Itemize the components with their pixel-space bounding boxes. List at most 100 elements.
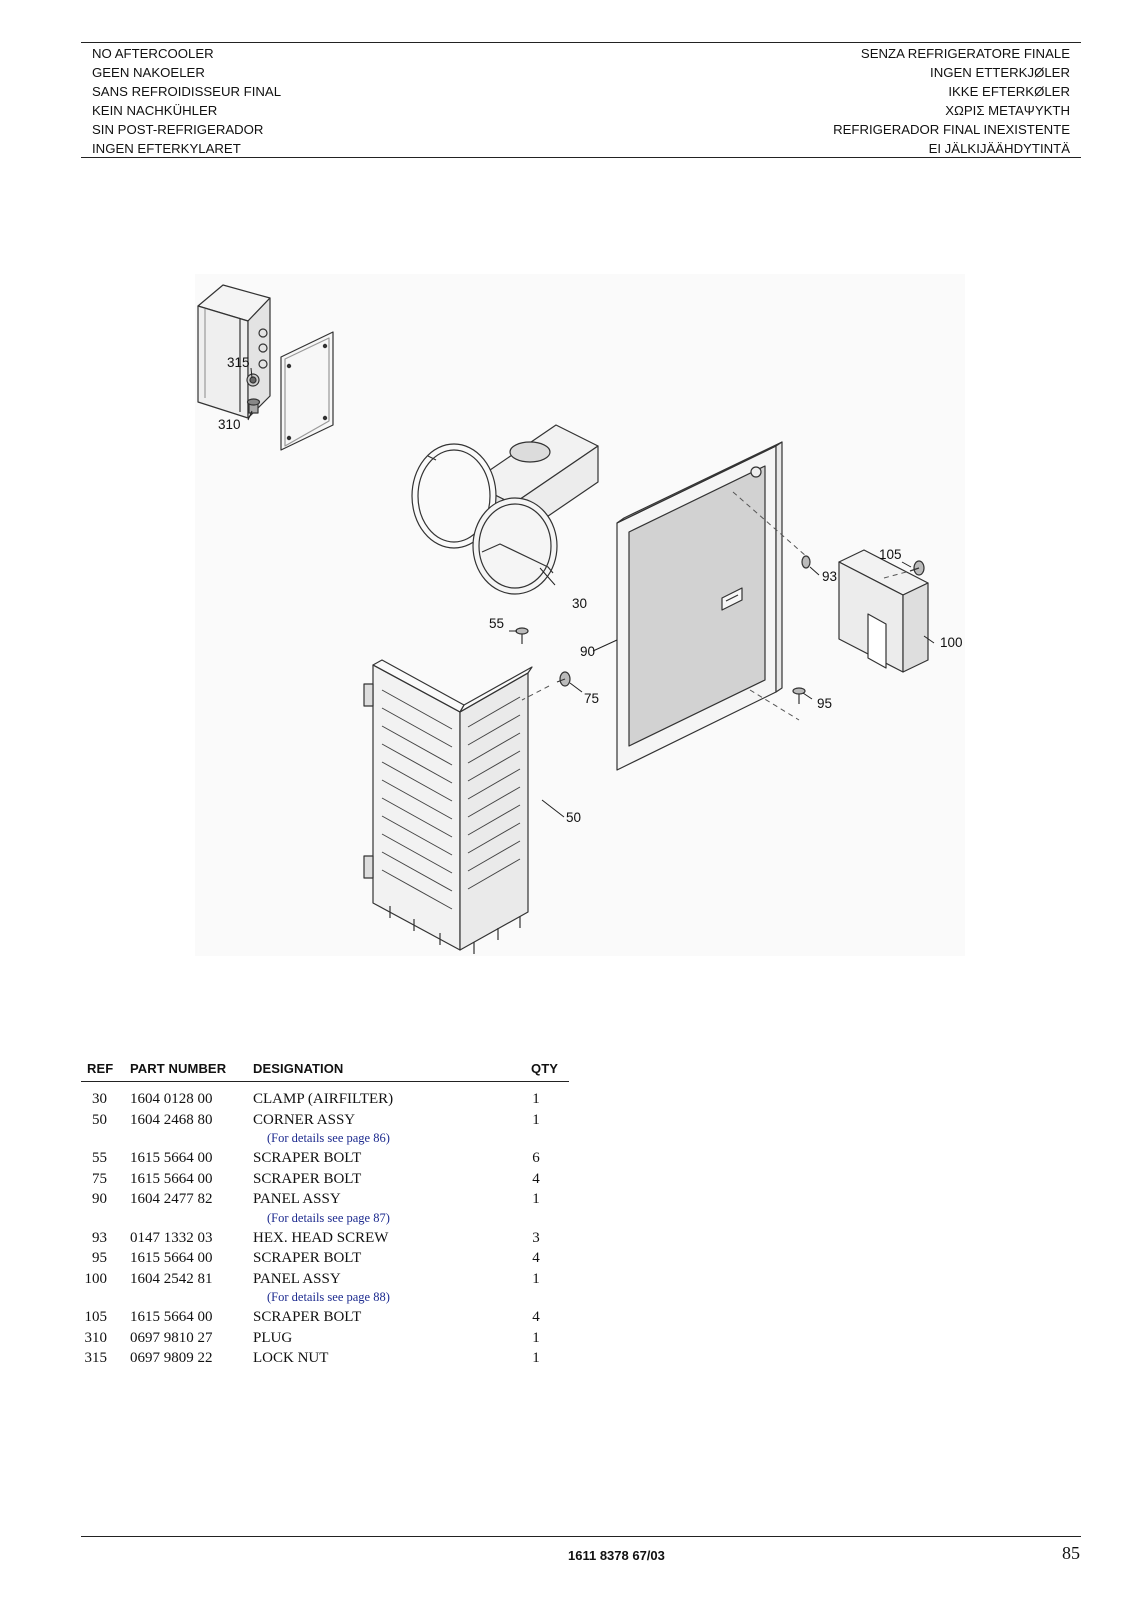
parts-table-header: REF PART NUMBER DESIGNATION QTY [81, 1058, 569, 1082]
control-box [197, 284, 271, 419]
cover-plate [280, 331, 334, 451]
cell-ref: 93 [92, 1229, 107, 1246]
cell-designation: SCRAPER BOLT [253, 1309, 362, 1325]
scraper-bolt-75 [556, 671, 571, 687]
cell-qty: 3 [532, 1229, 540, 1246]
cell-part-number: 1615 5664 00 [130, 1170, 213, 1187]
table-row: 50 1604 2468 80 CORNER ASSY 1 [81, 1112, 569, 1133]
callout-100: 100 [940, 635, 963, 650]
cell-qty: 1 [532, 1270, 540, 1287]
table-row: 93 0147 1332 03 HEX. HEAD SCREW 3 [81, 1230, 569, 1251]
header-qty: QTY [531, 1061, 559, 1076]
callout-93: 93 [822, 569, 837, 584]
cell-part-number: 0697 9810 27 [130, 1329, 213, 1346]
table-row: 315 0697 9809 22 LOCK NUT 1 [81, 1350, 569, 1371]
callout-50: 50 [566, 810, 581, 825]
callout-95: 95 [817, 696, 832, 711]
title-fi: EI JÄLKIJÄÄHDYTINTÄ [928, 141, 1070, 156]
cell-qty: 4 [532, 1170, 540, 1187]
table-row: 30 1604 0128 00 CLAMP (AIRFILTER) 1 [81, 1091, 569, 1112]
table-row: 55 1615 5664 00 SCRAPER BOLT 6 [81, 1150, 569, 1171]
cell-ref: 55 [92, 1150, 107, 1166]
scraper-bolt-95 [792, 687, 806, 704]
cell-designation: CORNER ASSY [253, 1111, 356, 1128]
cell-ref: 100 [84, 1270, 108, 1287]
title-nl: GEEN NAKOELER [92, 65, 205, 80]
page-number: 85 [1062, 1543, 1080, 1563]
title-fr: SANS REFROIDISSEUR FINAL [92, 84, 282, 99]
detail-note: (For details see page 88) [81, 1290, 569, 1309]
corner-feet [389, 906, 521, 954]
cell-ref: 310 [84, 1329, 108, 1346]
callout-55: 55 [489, 616, 504, 631]
title-en: NO AFTERCOOLER [92, 46, 214, 61]
table-row: 95 1615 5664 00 SCRAPER BOLT 4 [81, 1250, 569, 1271]
cell-qty: 1 [532, 1191, 540, 1207]
title-sv: INGEN EFTERKYLARET [92, 141, 241, 156]
table-row: 105 1615 5664 00 SCRAPER BOLT 4 [81, 1309, 569, 1330]
title-el: ΧΩΡΙΣ ΜΕΤΑΨΥΚΤΗ [945, 103, 1070, 118]
callout-90: 90 [580, 644, 595, 659]
table-row: 100 1604 2542 81 PANEL ASSY 1 [81, 1271, 569, 1292]
cell-part-number: 1615 5664 00 [130, 1250, 213, 1266]
cell-qty: 1 [532, 1091, 540, 1107]
cell-part-number: 1615 5664 00 [130, 1309, 213, 1325]
hex-head-screw-93 [801, 555, 811, 569]
cell-qty: 6 [532, 1150, 540, 1166]
detail-note: (For details see page 87) [81, 1210, 569, 1230]
panel-assy-90 [616, 441, 783, 771]
cell-qty: 1 [532, 1329, 540, 1346]
corner-assy-50 [363, 659, 533, 954]
corner-louvres-right [467, 696, 521, 890]
cell-ref: 105 [84, 1309, 108, 1325]
cell-designation: PLUG [253, 1329, 293, 1346]
detail-reference-link[interactable]: (For details see page 88) [267, 1290, 390, 1304]
cell-designation: SCRAPER BOLT [253, 1150, 362, 1166]
cell-ref: 315 [84, 1350, 108, 1366]
table-row: 310 0697 9810 27 PLUG 1 [81, 1330, 569, 1351]
detail-note: (For details see page 86) [81, 1131, 569, 1150]
cell-part-number: 0147 1332 03 [130, 1229, 213, 1246]
parts-table: REF PART NUMBER DESIGNATION QTY 30 1604 … [81, 1058, 569, 1371]
document-code: 1611 8378 67/03 [568, 1548, 665, 1563]
cell-designation: CLAMP (AIRFILTER) [253, 1091, 394, 1107]
clamp-airfilter [411, 424, 599, 595]
detail-reference-link[interactable]: (For details see page 86) [267, 1131, 390, 1145]
cell-ref: 75 [92, 1170, 107, 1187]
language-header: NO AFTERCOOLER GEEN NAKOELER SANS REFROI… [81, 42, 1081, 158]
detail-reference-link[interactable]: (For details see page 87) [267, 1210, 390, 1225]
cell-part-number: 1604 2477 82 [130, 1191, 213, 1207]
callout-105: 105 [879, 547, 902, 562]
cell-ref: 90 [92, 1191, 107, 1207]
table-row: 75 1615 5664 00 SCRAPER BOLT 4 [81, 1171, 569, 1192]
title-no: INGEN ETTERKJØLER [930, 65, 1070, 80]
cell-qty: 1 [532, 1111, 540, 1128]
header-right-titles: SENZA REFRIGERATORE FINALE INGEN ETTERKJ… [833, 44, 1070, 158]
callout-75: 75 [584, 691, 599, 706]
corner-louvres-left [381, 689, 453, 910]
fasteners [515, 555, 925, 704]
cell-qty: 1 [532, 1350, 540, 1366]
callout-30: 30 [572, 596, 587, 611]
cell-qty: 4 [532, 1309, 540, 1325]
footer-rule [81, 1536, 1081, 1537]
header-ref: REF [87, 1061, 114, 1076]
title-de: KEIN NACHKÜHLER [92, 103, 218, 118]
cell-designation: SCRAPER BOLT [253, 1250, 362, 1266]
table-row: 90 1604 2477 82 PANEL ASSY 1 [81, 1191, 569, 1212]
panel-assy-100 [838, 549, 929, 673]
cell-part-number: 1615 5664 00 [130, 1150, 213, 1166]
cell-part-number: 1604 0128 00 [130, 1091, 213, 1107]
cell-designation: PANEL ASSY [253, 1270, 341, 1287]
exploded-view-drawing: 315 310 30 55 75 90 93 105 100 95 50 [195, 274, 965, 956]
cell-designation: PANEL ASSY [253, 1191, 341, 1207]
callout-315: 315 [227, 355, 250, 370]
parts-table-body: 30 1604 0128 00 CLAMP (AIRFILTER) 1 50 1… [81, 1091, 569, 1371]
leader-lines [247, 367, 935, 818]
header-part-number: PART NUMBER [130, 1061, 227, 1076]
cell-part-number: 0697 9809 22 [130, 1350, 213, 1366]
title-es: SIN POST-REFRIGERADOR [92, 122, 264, 137]
header-left-titles: NO AFTERCOOLER GEEN NAKOELER SANS REFROI… [92, 44, 281, 158]
cell-designation: SCRAPER BOLT [253, 1170, 362, 1187]
scraper-bolt-105 [909, 560, 925, 576]
